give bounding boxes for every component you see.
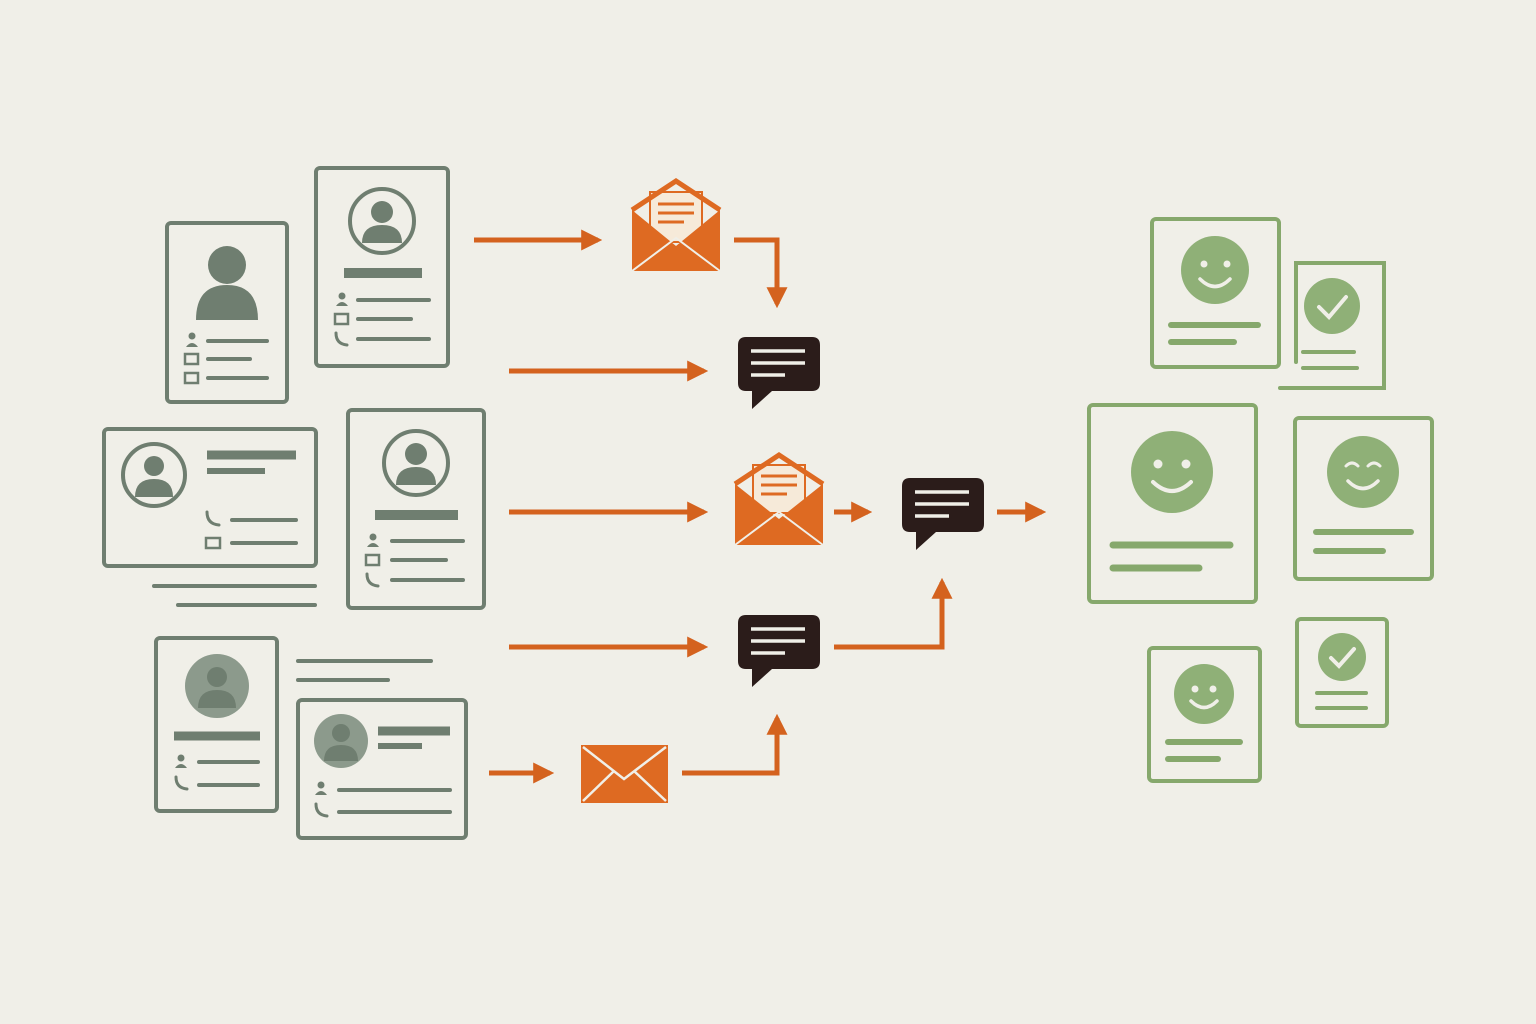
chat-bubble-icon	[738, 337, 820, 409]
smiley-face-icon	[1181, 236, 1249, 304]
smiley-face-icon	[1131, 431, 1213, 513]
envelope-icon	[581, 745, 668, 803]
checkmark-icon	[1304, 278, 1360, 334]
happy-card-icon	[1087, 403, 1258, 604]
contact-card-icon	[165, 221, 289, 404]
verified-card-icon	[1295, 617, 1389, 728]
envelope-icon	[733, 452, 825, 546]
contact-card-icon	[346, 408, 486, 610]
contact-card-icon	[314, 166, 450, 368]
arrow	[734, 237, 788, 309]
arrow	[834, 577, 953, 650]
happy-card-icon	[1147, 646, 1262, 783]
contact-card-icon	[154, 636, 433, 813]
smiley-face-icon	[1327, 436, 1399, 508]
happy-card-icon	[1150, 217, 1281, 369]
outcome-cards	[1087, 217, 1434, 783]
contact-card-icon	[102, 427, 318, 607]
contact-card-icon	[296, 698, 468, 840]
flow-arrows	[474, 229, 1047, 784]
chat-bubble-icon	[738, 615, 820, 687]
happy-card-icon	[1293, 416, 1434, 581]
smiley-face-icon	[1174, 664, 1234, 724]
envelope-icon	[630, 178, 722, 272]
chat-bubble-icon	[902, 478, 984, 550]
verified-card-icon	[1278, 261, 1386, 390]
checkmark-icon	[1318, 633, 1366, 681]
source-cards	[102, 166, 486, 840]
arrow	[682, 713, 788, 776]
